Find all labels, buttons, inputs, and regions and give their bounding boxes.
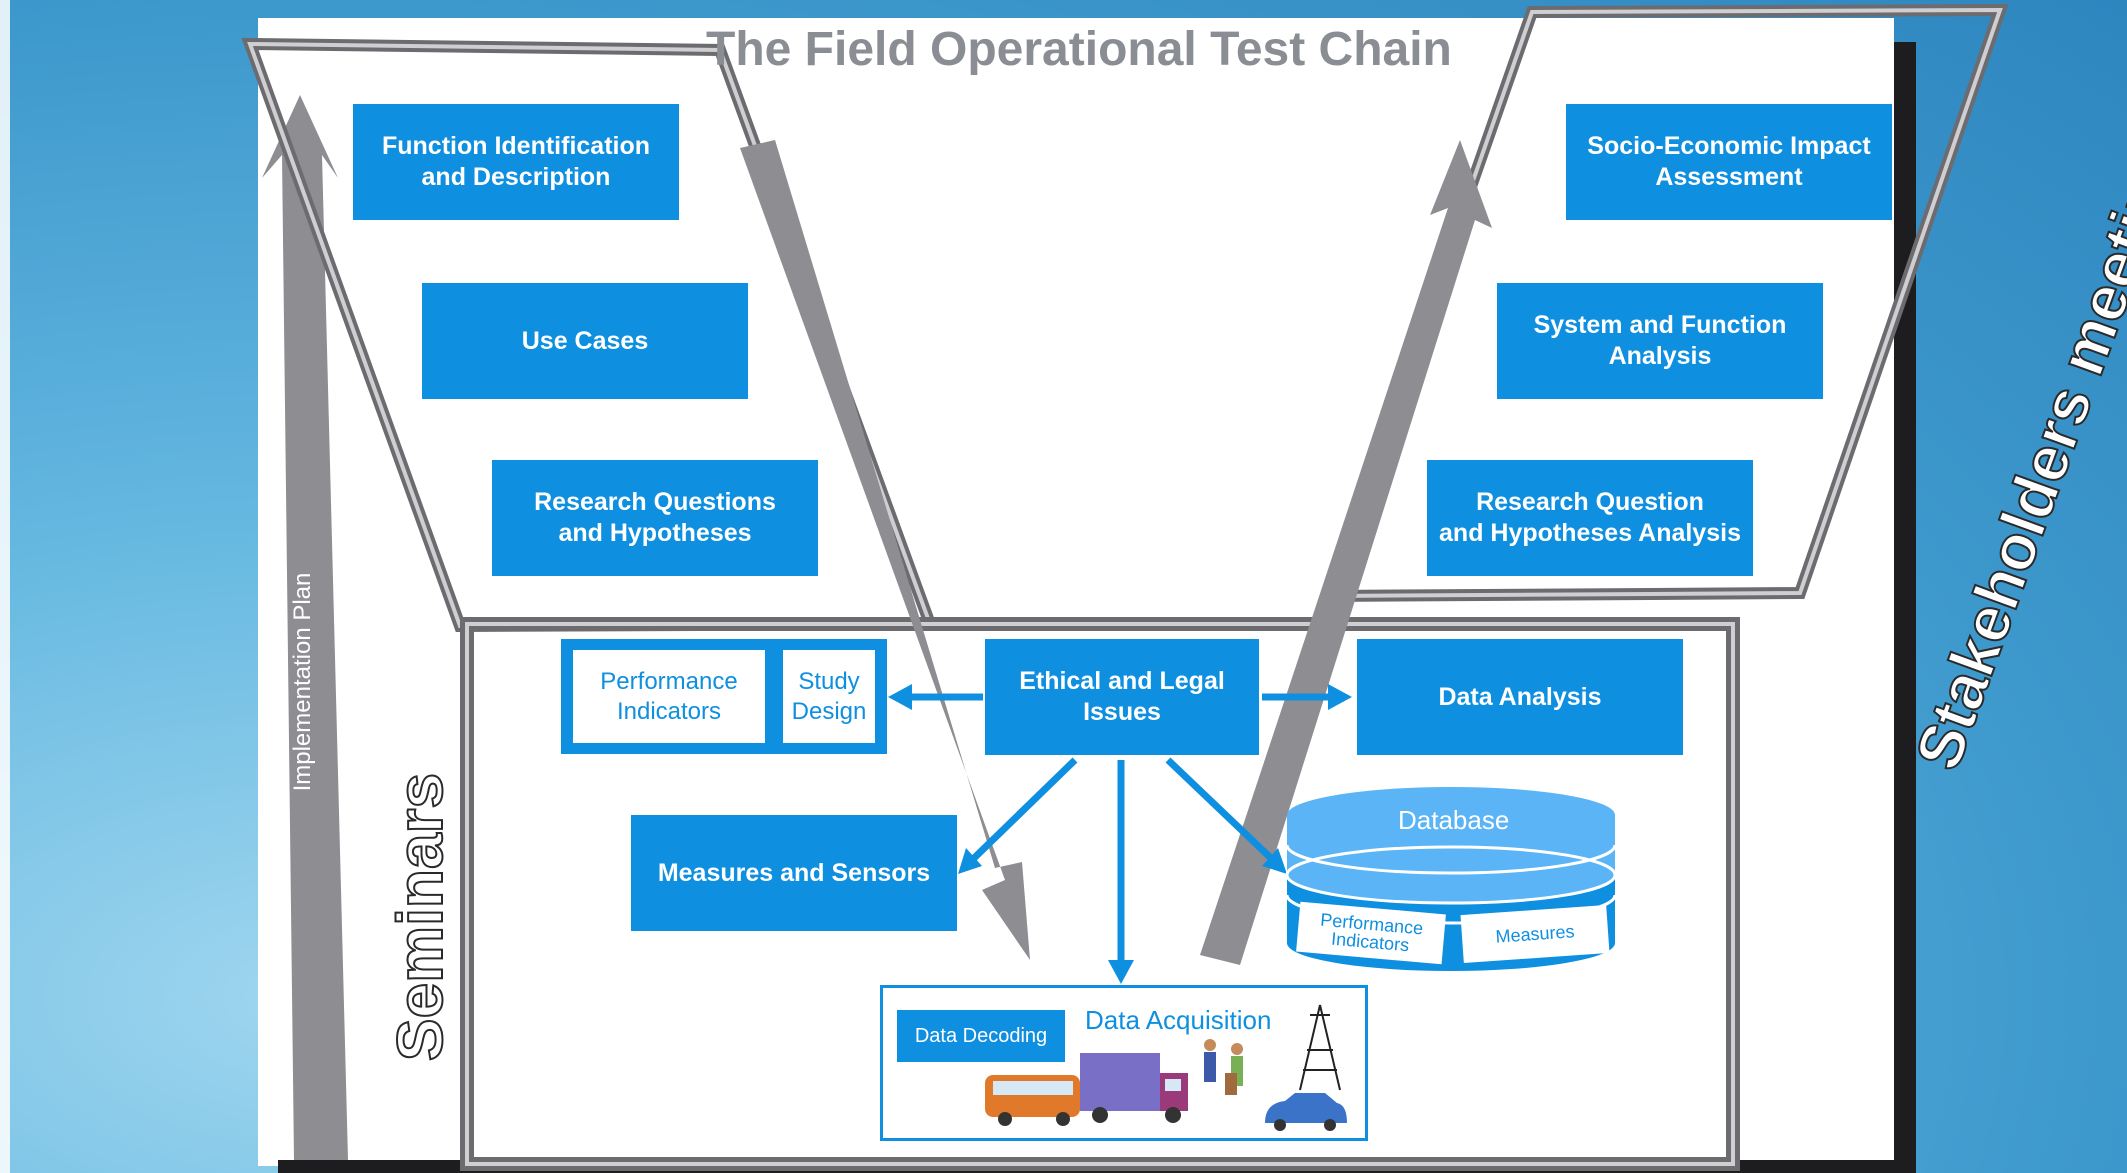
implementation-plan-arrow [262, 95, 348, 1160]
board-shadow-right [1894, 42, 1916, 1166]
function-identification-box: Function Identification and Description [353, 104, 679, 220]
implementation-plan-label: Implementation Plan [289, 572, 316, 792]
socio-economic-box: Socio-Economic Impact Assessment [1566, 104, 1892, 220]
measures-sensors-box: Measures and Sensors [631, 815, 957, 931]
background-edge [0, 0, 10, 1173]
arrow-to-database [1165, 757, 1278, 865]
data-acquisition-label: Data Acquisition [1085, 1005, 1272, 1035]
seminars-label: Seminars [383, 772, 457, 1062]
truck-icon [1080, 1053, 1188, 1123]
people-icon [1204, 1039, 1243, 1095]
data-analysis-box: Data Analysis [1357, 639, 1683, 755]
up-arrow-right [1200, 140, 1492, 965]
performance-indicators-box: Performance Indicators [573, 650, 765, 743]
arrow-to-measures [967, 757, 1078, 865]
database-measures: Measures [1460, 904, 1610, 964]
car-icon [1265, 1093, 1347, 1131]
use-cases-box: Use Cases [422, 283, 748, 399]
system-function-analysis-box: System and Function Analysis [1497, 283, 1823, 399]
database-title: Database [1398, 805, 1510, 835]
radio-tower-icon [1299, 1004, 1341, 1091]
study-design-box: Study Design [783, 650, 875, 743]
ethical-legal-box: Ethical and Legal Issues [985, 639, 1259, 755]
data-decoding-box: Data Decoding [897, 1010, 1065, 1062]
research-question-analysis-box: Research Question and Hypotheses Analysi… [1427, 460, 1753, 576]
diagram-title: The Field Operational Test Chain [706, 23, 1452, 76]
vehicle-illustrations [985, 1004, 1347, 1131]
research-questions-box: Research Questions and Hypotheses [492, 460, 818, 576]
bus-icon [985, 1075, 1080, 1126]
down-arrow-left [740, 140, 1030, 960]
